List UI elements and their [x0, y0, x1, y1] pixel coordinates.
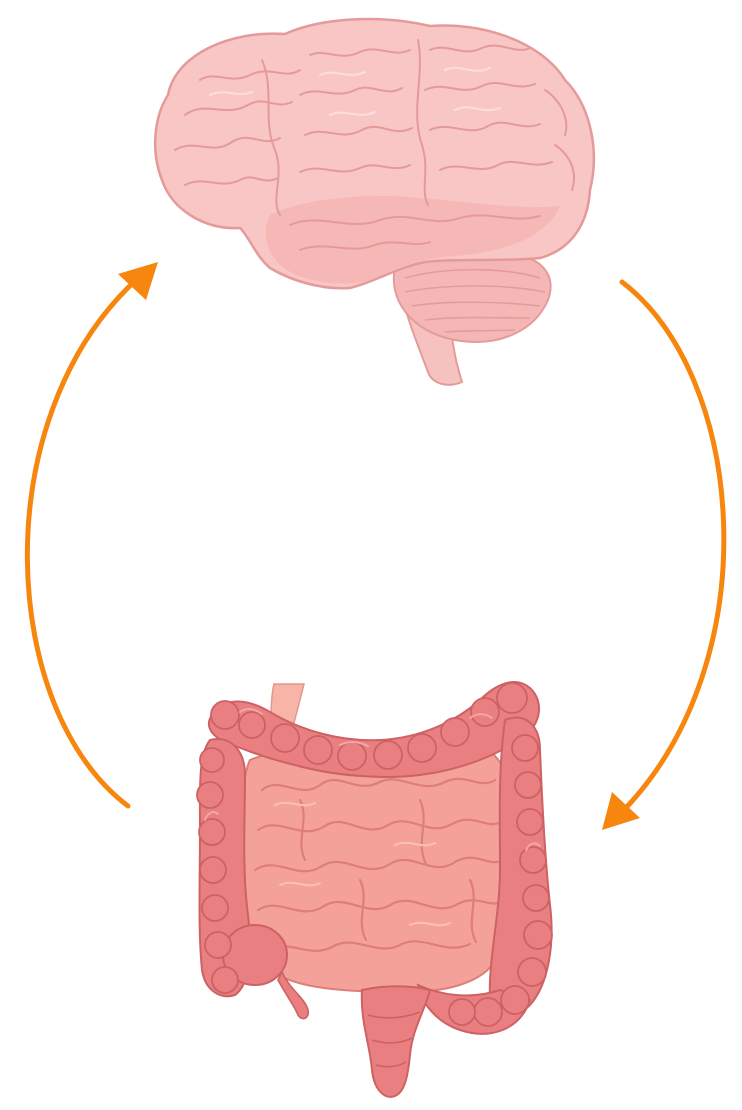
arrow-brain-to-gut: [622, 282, 724, 812]
brain-icon: [155, 19, 594, 385]
intestines-icon: [197, 682, 552, 1097]
rectum: [362, 986, 430, 1097]
arrow-gut-to-brain: [27, 280, 136, 806]
